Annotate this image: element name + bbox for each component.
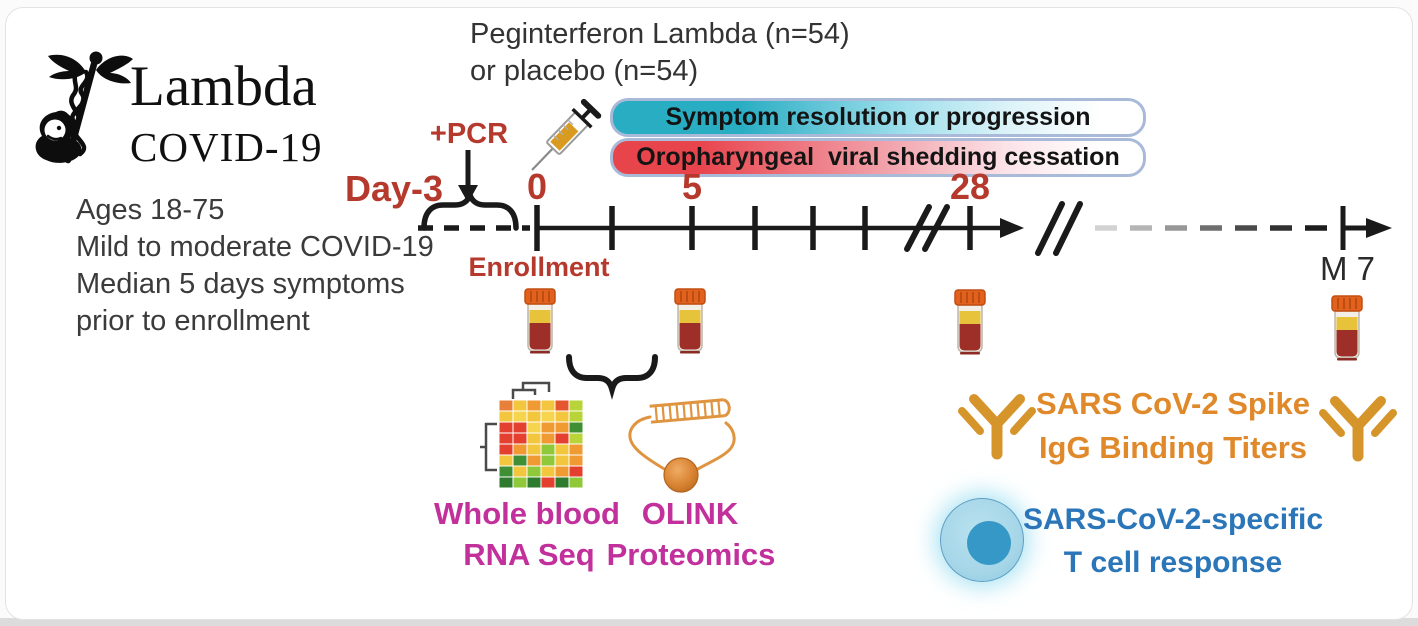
- intervention-line-2: or placebo (n=54): [470, 55, 699, 87]
- logo-subtitle: COVID-19: [130, 124, 323, 170]
- antibody-icon: [1323, 401, 1393, 456]
- timeline-label-28: 28: [949, 166, 991, 207]
- eligibility-text: Ages 18-75 Mild to moderate COVID-19 Med…: [76, 192, 434, 340]
- shedding-outcome-label: Oropharyngeal viral shedding cessation: [636, 143, 1120, 171]
- shedding-outcome-bar: Oropharyngeal viral shedding cessation: [610, 138, 1146, 177]
- transcriptomics-label-line1: Whole blood: [434, 496, 620, 531]
- proteomics-label-line1: OLINK: [641, 496, 739, 531]
- blood-tube-icon: [954, 289, 986, 356]
- blood-tube-icon: [524, 288, 556, 355]
- serology-label-line2: IgG Binding Titers: [1038, 430, 1308, 465]
- eligibility-line-3: Median 5 days symptoms: [76, 268, 405, 300]
- blood-tube-icon: [1331, 295, 1363, 362]
- logo-title: Lambda: [130, 55, 317, 118]
- transcriptomics-label-line2: RNA Seq: [463, 537, 595, 572]
- enrollment-label: Enrollment: [468, 252, 610, 282]
- timeline-label-5: 5: [681, 166, 703, 207]
- symptom-outcome-label: Symptom resolution or progression: [665, 103, 1091, 131]
- t-cell-icon: [940, 498, 1024, 582]
- t-cell-nucleus: [967, 521, 1011, 565]
- intervention-text: Peginterferon Lambda (n=54) or placebo (…: [470, 16, 850, 90]
- rnaseq-heatmap-icon: [480, 381, 584, 489]
- pcr-label: +PCR: [429, 118, 509, 150]
- proteomics-label-line2: Proteomics: [606, 537, 776, 572]
- symptom-outcome-bar: Symptom resolution or progression: [610, 98, 1146, 137]
- timeline-label-0: 0: [526, 166, 548, 207]
- eligibility-line-2: Mild to moderate COVID-19: [76, 231, 434, 263]
- bottom-shadow-strip: [0, 618, 1418, 626]
- blood-tube-icon: [674, 288, 706, 355]
- antibody-icon: [962, 399, 1032, 454]
- syringe-icon: [531, 98, 602, 171]
- intervention-line-1: Peginterferon Lambda (n=54): [470, 18, 850, 50]
- serology-label-line1: SARS CoV-2 Spike: [1036, 386, 1310, 421]
- tcell-label-line1: SARS-CoV-2-specific: [1023, 503, 1324, 536]
- timeline-label-month7: M 7: [1319, 250, 1375, 287]
- eligibility-line-1: Ages 18-75: [76, 194, 225, 226]
- caduceus-figure-icon: [35, 51, 133, 164]
- tcell-label-line2: T cell response: [1063, 546, 1283, 579]
- olink-proteomics-icon: [628, 398, 736, 493]
- eligibility-line-4: prior to enrollment: [76, 305, 310, 337]
- timeline-label-day-minus3: Day-3: [345, 168, 444, 209]
